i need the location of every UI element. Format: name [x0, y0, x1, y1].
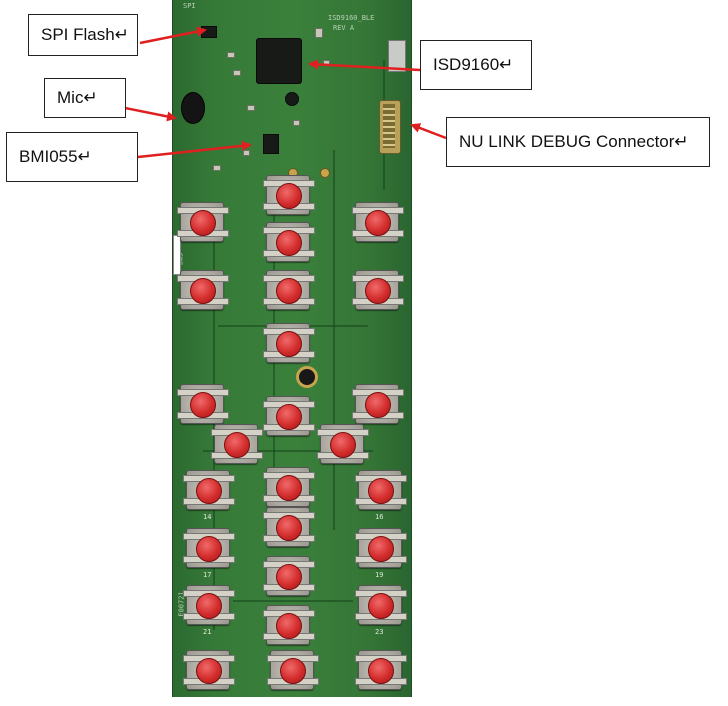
- push-button: [263, 323, 315, 363]
- isd9160-chip: [256, 38, 302, 84]
- button-number: 16: [375, 513, 384, 521]
- label-nu-link-debug-connector: NU LINK DEBUG Connector↵: [446, 117, 710, 167]
- push-button: [355, 650, 407, 690]
- push-button: [177, 202, 229, 242]
- component: [285, 92, 299, 106]
- push-button: 16: [355, 470, 407, 521]
- button-cap: [365, 392, 391, 418]
- push-button: [211, 424, 263, 464]
- button-cap: [190, 278, 216, 304]
- push-button: [352, 384, 404, 424]
- push-button: 19: [355, 528, 407, 579]
- push-button: [263, 396, 315, 436]
- push-button: [267, 650, 319, 690]
- button-cap: [276, 230, 302, 256]
- button-cap: [365, 278, 391, 304]
- push-button: [263, 222, 315, 262]
- push-button: [317, 424, 369, 464]
- button-cap: [330, 432, 356, 458]
- button-cap: [196, 536, 222, 562]
- arrow-isd9160: [308, 59, 421, 72]
- button-cap: [368, 536, 394, 562]
- connector-pins: [383, 104, 395, 148]
- button-cap: [276, 564, 302, 590]
- label-bmi055: BMI055↵: [6, 132, 138, 182]
- via-hole: [320, 168, 330, 178]
- button-cap: [276, 278, 302, 304]
- bmi055-chip: [263, 134, 279, 154]
- button-cap: [368, 593, 394, 619]
- arrow-bmi055: [137, 140, 252, 159]
- label-mic: Mic↵: [44, 78, 126, 118]
- pcb-trace: [333, 150, 335, 530]
- label-isd9160: ISD9160↵: [420, 40, 532, 90]
- smd-component: [293, 120, 300, 126]
- push-button: 14: [183, 470, 235, 521]
- push-button: [263, 270, 315, 310]
- pcb-trace: [233, 600, 353, 602]
- push-button: 21: [183, 585, 235, 636]
- arrow-spi-flash: [139, 26, 207, 45]
- microphone: [181, 92, 205, 124]
- button-cap: [276, 515, 302, 541]
- button-cap: [276, 404, 302, 430]
- push-button: [263, 507, 315, 547]
- button-cap: [365, 210, 391, 236]
- button-cap: [280, 658, 306, 684]
- button-cap: [276, 475, 302, 501]
- arrow-mic: [124, 106, 177, 122]
- silkscreen-text: REV A: [333, 24, 355, 32]
- smd-component: [315, 28, 323, 38]
- button-cap: [368, 658, 394, 684]
- button-cap: [276, 613, 302, 639]
- button-cap: [276, 183, 302, 209]
- push-button: [263, 605, 315, 645]
- button-cap: [368, 478, 394, 504]
- button-cap: [190, 210, 216, 236]
- label-spi-flash: SPI Flash↵: [28, 14, 138, 56]
- silkscreen-text: ISD9160_BLE: [328, 14, 375, 22]
- smd-component: [233, 70, 241, 76]
- pcb-trace: [203, 450, 373, 452]
- button-cap: [196, 478, 222, 504]
- button-cap: [224, 432, 250, 458]
- push-button: 23: [355, 585, 407, 636]
- button-number: 21: [203, 628, 212, 636]
- push-button: [263, 556, 315, 596]
- smd-component: [247, 105, 255, 111]
- component: [388, 40, 406, 72]
- push-button: [177, 384, 229, 424]
- arrow-nu-link: [410, 123, 447, 140]
- mounting-hole: [296, 366, 318, 388]
- button-cap: [196, 593, 222, 619]
- button-cap: [196, 658, 222, 684]
- button-cap: [276, 331, 302, 357]
- push-button: [177, 270, 229, 310]
- push-button: [352, 270, 404, 310]
- button-number: 17: [203, 571, 212, 579]
- push-button: [183, 650, 235, 690]
- push-button: [263, 467, 315, 507]
- silkscreen-text: SPI: [183, 2, 196, 10]
- smd-component: [213, 165, 221, 171]
- button-cap: [190, 392, 216, 418]
- push-button: 17: [183, 528, 235, 579]
- button-number: 14: [203, 513, 212, 521]
- button-number: 19: [375, 571, 384, 579]
- button-number: 23: [375, 628, 384, 636]
- smd-component: [227, 52, 235, 58]
- push-button: [263, 175, 315, 215]
- push-button: [352, 202, 404, 242]
